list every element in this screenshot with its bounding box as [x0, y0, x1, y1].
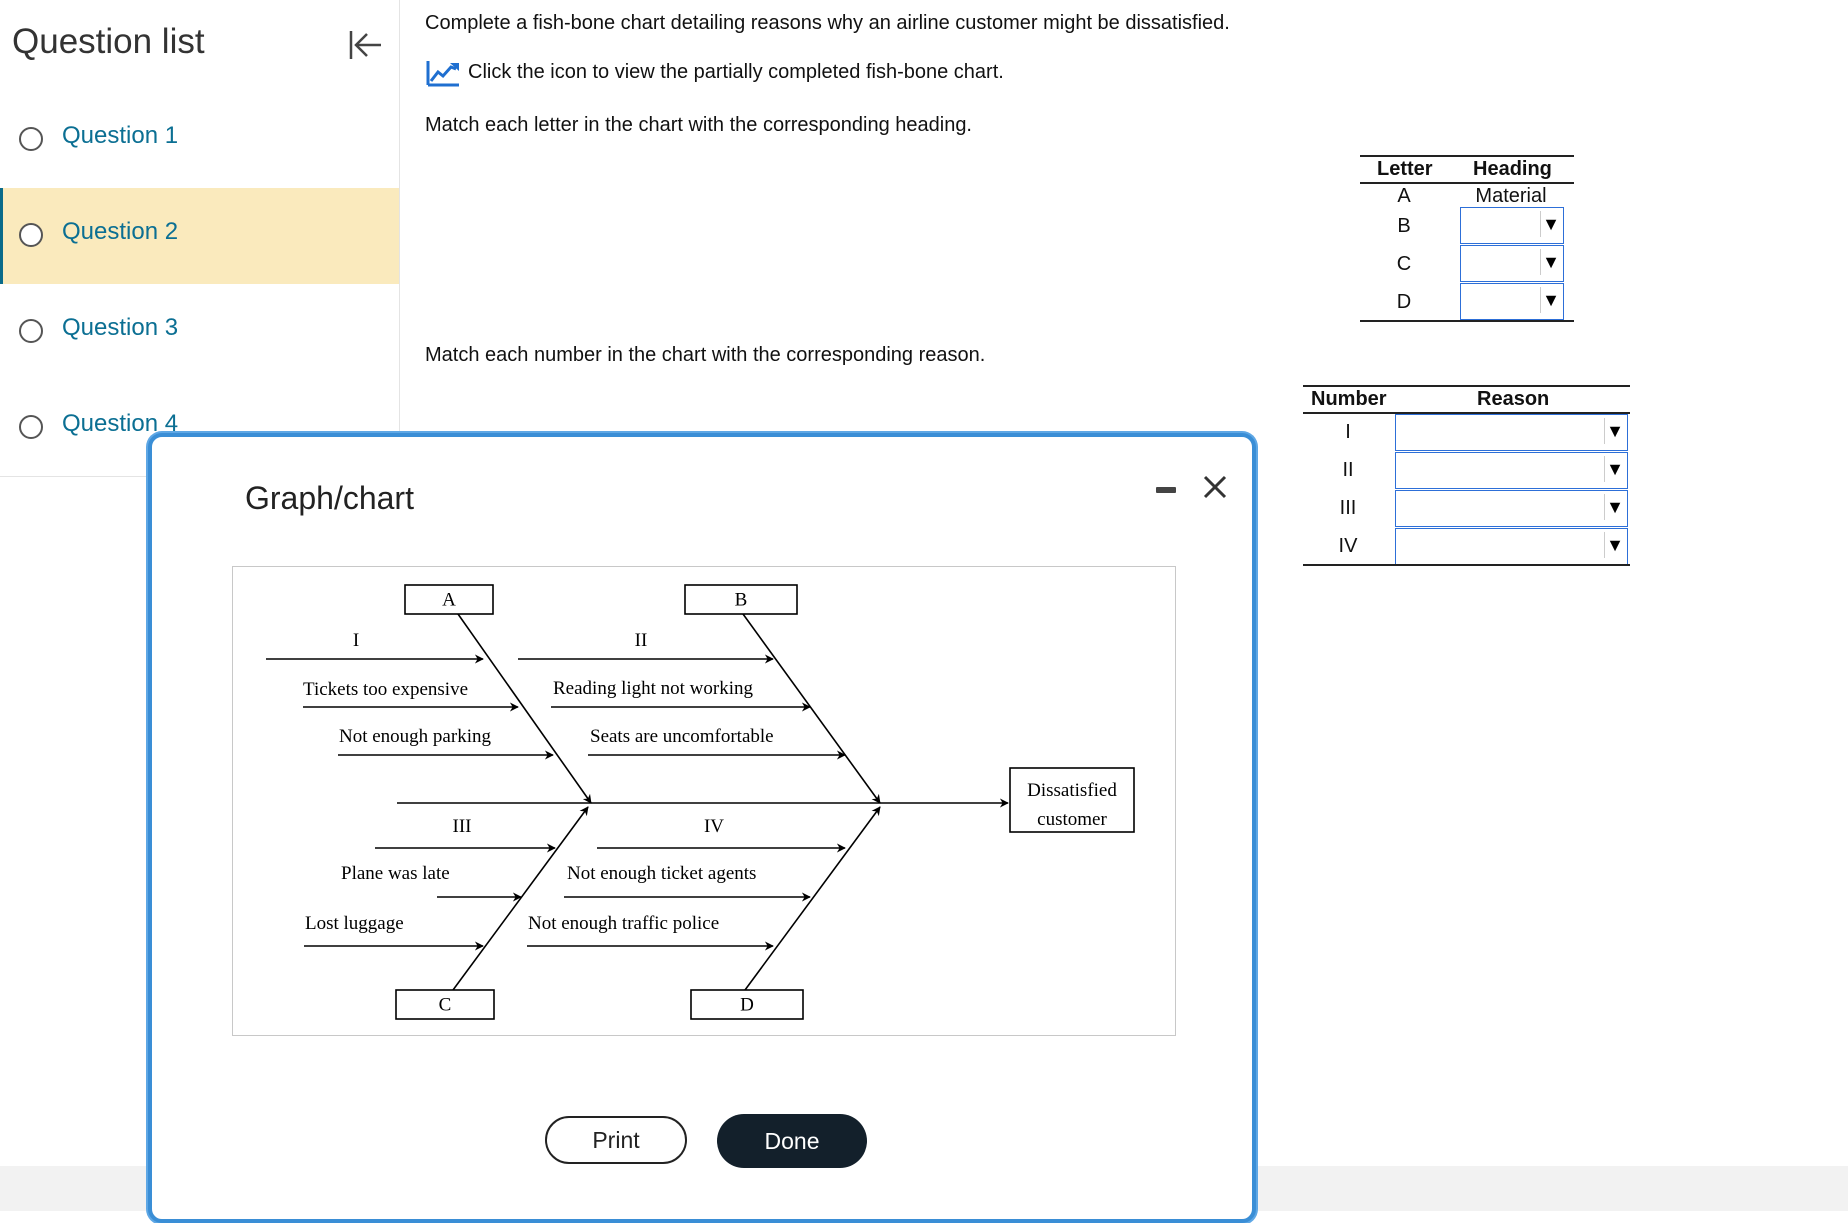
category-c-box: [395, 989, 495, 1020]
close-icon: [1203, 475, 1227, 499]
effect-box: [1009, 767, 1135, 833]
radio-icon: [19, 415, 43, 439]
heading-column-header: Heading: [1473, 158, 1552, 180]
dialog-title: Graph/chart: [245, 480, 414, 516]
category-d-box: [690, 989, 804, 1020]
category-b-box: [684, 584, 798, 615]
reason-select-iv[interactable]: ▼: [1395, 528, 1628, 565]
minimize-icon: [1156, 487, 1176, 493]
letter-column-header: Letter: [1377, 158, 1433, 180]
table-rule: [1303, 564, 1630, 566]
cause-label: Lost luggage: [305, 913, 404, 934]
cause-label: Reading light not working: [553, 678, 754, 699]
close-button[interactable]: [1200, 472, 1230, 502]
cause-label: IV: [704, 816, 724, 837]
radio-icon: [19, 127, 43, 151]
print-button[interactable]: Print: [545, 1116, 687, 1164]
number-cell: IV: [1338, 535, 1358, 557]
dropdown-arrow-icon: ▼: [1604, 494, 1625, 520]
done-button[interactable]: Done: [717, 1114, 867, 1168]
dropdown-arrow-icon: ▼: [1540, 287, 1561, 313]
radio-icon: [19, 223, 43, 247]
dropdown-arrow-icon: ▼: [1604, 418, 1625, 444]
effect-label-line2: customer: [1037, 809, 1107, 830]
table-rule: [1303, 385, 1630, 387]
chart-link-text: Click the icon to view the partially com…: [468, 61, 1004, 83]
cause-label: Not enough traffic police: [528, 913, 719, 934]
number-column-header: Number: [1311, 388, 1387, 410]
cause-label: Plane was late: [341, 863, 450, 884]
minimize-button[interactable]: [1152, 475, 1180, 503]
question-label: Question 2: [62, 218, 179, 245]
question-item-2[interactable]: Question 2: [0, 188, 399, 284]
category-c-label: C: [439, 995, 452, 1016]
cause-label: Tickets too expensive: [303, 679, 468, 700]
radio-icon: [19, 319, 43, 343]
dropdown-arrow-icon: ▼: [1604, 532, 1625, 558]
fishbone-chart: Dissatisfied customer A I Tickets too expens…: [266, 584, 1135, 1020]
collapse-sidebar-button[interactable]: [344, 24, 386, 66]
category-b-label: B: [735, 590, 748, 611]
cause-label: I: [353, 630, 359, 651]
letter-cell: C: [1396, 253, 1412, 275]
instruction-text: Complete a fish-bone chart detailing rea…: [425, 12, 1230, 34]
cause-label: II: [635, 630, 648, 651]
heading-cell: Material: [1475, 185, 1547, 207]
table-rule: [1360, 155, 1574, 157]
sidebar-title: Question list: [12, 22, 205, 61]
number-cell: I: [1345, 421, 1351, 443]
view-chart-button[interactable]: [426, 59, 460, 87]
letter-cell: D: [1396, 291, 1412, 313]
question-label: Question 4: [62, 410, 179, 437]
question-item-4[interactable]: Question 4: [0, 380, 399, 476]
cause-label: Not enough ticket agents: [567, 863, 756, 884]
category-bone-line: [452, 806, 589, 991]
dropdown-arrow-icon: ▼: [1540, 249, 1561, 275]
cause-label: Seats are uncomfortable: [590, 726, 774, 747]
category-bone-line: [742, 613, 881, 804]
heading-prompt: Match each letter in the chart with the …: [425, 114, 972, 136]
category-d-label: D: [740, 995, 754, 1016]
question-item-1[interactable]: Question 1: [0, 92, 399, 188]
dropdown-arrow-icon: ▼: [1540, 211, 1561, 237]
table-rule: [1303, 412, 1630, 414]
category-bone-line: [457, 613, 592, 804]
reason-column-header: Reason: [1477, 388, 1550, 410]
number-cell: II: [1342, 459, 1354, 481]
question-item-3[interactable]: Question 3: [0, 284, 399, 380]
reason-prompt: Match each number in the chart with the …: [425, 344, 986, 366]
reason-select-ii[interactable]: ▼: [1395, 452, 1628, 489]
reason-select-iii[interactable]: ▼: [1395, 490, 1628, 527]
heading-select-b[interactable]: ▼: [1460, 207, 1564, 244]
letter-cell: B: [1397, 215, 1411, 237]
letter-cell: A: [1397, 185, 1411, 207]
fishbone-chart-frame: Dissatisfied customer A I Tickets too expens…: [232, 566, 1176, 1036]
heading-select-d[interactable]: ▼: [1460, 283, 1564, 320]
cause-label: Not enough parking: [339, 726, 491, 747]
table-rule: [1360, 320, 1574, 322]
category-a-label: A: [442, 590, 456, 611]
table-rule: [1360, 182, 1574, 184]
collapse-left-icon: [349, 31, 381, 59]
number-cell: III: [1339, 497, 1357, 519]
line-chart-icon: [426, 61, 459, 87]
category-a-box: [404, 584, 494, 615]
question-list-sidebar: Question list Question 1 Question 2 Ques…: [0, 0, 400, 476]
graph-chart-dialog: Graph/chart Dissatisfied customer A I Ticket…: [148, 433, 1256, 1223]
cause-label: III: [453, 816, 472, 837]
question-label: Question 3: [62, 314, 179, 341]
dropdown-arrow-icon: ▼: [1604, 456, 1625, 482]
heading-select-c[interactable]: ▼: [1460, 245, 1564, 282]
category-bone-line: [744, 806, 881, 991]
effect-label-line1: Dissatisfied: [1027, 780, 1117, 801]
question-label: Question 1: [62, 122, 179, 149]
reason-select-i[interactable]: ▼: [1395, 414, 1628, 451]
